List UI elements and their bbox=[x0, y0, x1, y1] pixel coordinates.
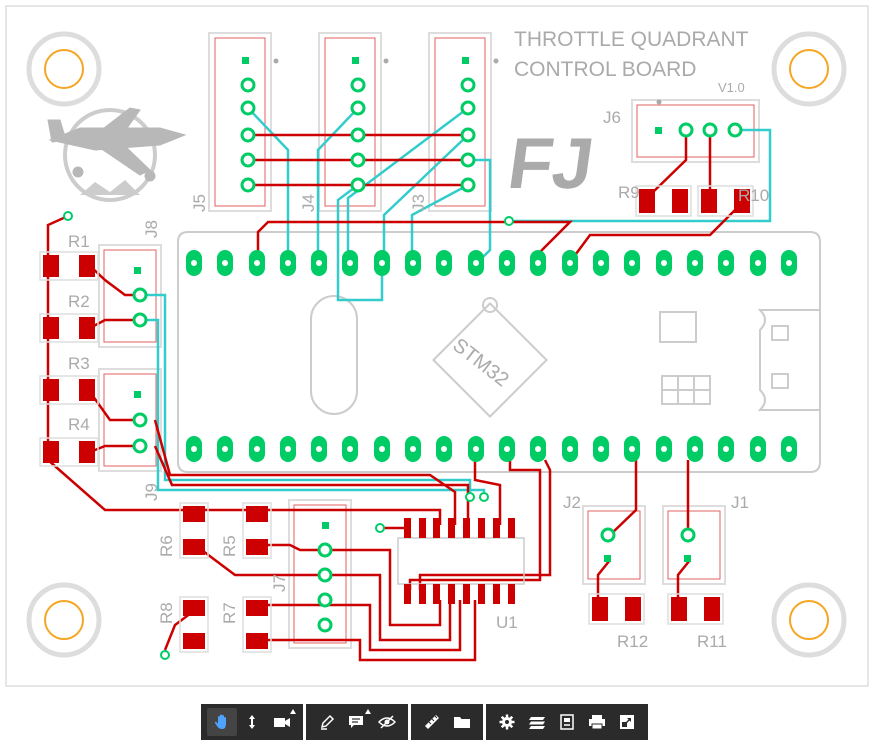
board-title-line2: CONTROL BOARD bbox=[514, 58, 696, 81]
board-version: V1.0 bbox=[718, 80, 745, 95]
ref-j2: J2 bbox=[563, 493, 581, 512]
mounting-hole-top-right bbox=[771, 31, 847, 107]
ref-r10: R10 bbox=[738, 186, 769, 205]
ref-r3: R3 bbox=[68, 354, 90, 373]
ref-u1: U1 bbox=[496, 613, 518, 632]
toolbar-group-settings bbox=[486, 704, 648, 740]
dropdown-caret-icon bbox=[365, 709, 371, 714]
resistor-pads bbox=[39, 185, 754, 653]
move-vertical-icon bbox=[249, 715, 255, 729]
folder-icon bbox=[454, 717, 470, 728]
ruler-icon bbox=[425, 715, 439, 729]
export-icon bbox=[620, 715, 634, 729]
ref-j1: J1 bbox=[731, 493, 749, 512]
visibility-toggle-button[interactable] bbox=[372, 708, 402, 736]
settings-button[interactable] bbox=[492, 708, 522, 736]
pcb-canvas[interactable]: THROTTLE QUADRANT CONTROL BOARD V1.0 FJ bbox=[0, 0, 878, 690]
model-browser-button[interactable] bbox=[447, 708, 477, 736]
connector-j2-outline bbox=[582, 505, 646, 585]
measure-button[interactable] bbox=[417, 708, 447, 736]
camera-icon bbox=[274, 718, 290, 727]
connector-j9-outline bbox=[98, 368, 162, 472]
connector-j1-outline bbox=[662, 505, 726, 585]
mounting-hole-bottom-left bbox=[26, 582, 102, 658]
ref-j5: J5 bbox=[190, 194, 209, 212]
ref-r5: R5 bbox=[220, 535, 239, 557]
ref-j8: J8 bbox=[142, 220, 161, 238]
connector-j3-outline bbox=[428, 32, 492, 212]
mcu-pad-holes bbox=[191, 260, 792, 452]
ref-j4: J4 bbox=[299, 194, 318, 212]
ref-r4: R4 bbox=[68, 415, 90, 434]
markup-pencil-button[interactable] bbox=[312, 708, 342, 736]
pcb-board-view[interactable]: THROTTLE QUADRANT CONTROL BOARD V1.0 FJ bbox=[0, 0, 878, 690]
camera-button[interactable] bbox=[267, 708, 297, 736]
header-pads bbox=[132, 77, 743, 633]
board-properties-button[interactable] bbox=[552, 708, 582, 736]
bottom-layer-traces bbox=[140, 107, 772, 492]
ref-r11: R11 bbox=[697, 632, 727, 651]
ref-r8: R8 bbox=[157, 602, 176, 624]
toolbar-group-tools bbox=[411, 704, 483, 740]
layers-icon bbox=[529, 717, 545, 729]
move-vertical-button[interactable] bbox=[237, 708, 267, 736]
export-button[interactable] bbox=[612, 708, 642, 736]
vias bbox=[63, 211, 514, 660]
ref-r9: R9 bbox=[618, 183, 640, 202]
ic-u1 bbox=[397, 518, 525, 604]
square-pads bbox=[134, 57, 691, 562]
ref-r6: R6 bbox=[157, 535, 176, 557]
print-icon bbox=[589, 715, 605, 730]
mcu-module-outline bbox=[177, 231, 821, 473]
toolbar-group-markup bbox=[306, 704, 408, 740]
ref-j3: J3 bbox=[409, 194, 428, 212]
airplane-logo bbox=[47, 107, 187, 202]
layers-button[interactable] bbox=[522, 708, 552, 736]
ref-j6: J6 bbox=[603, 108, 621, 127]
fj-logo: FJ bbox=[503, 124, 598, 204]
ref-r7: R7 bbox=[220, 602, 239, 624]
comment-icon bbox=[349, 716, 363, 728]
toolbar-group-navigation bbox=[201, 704, 303, 740]
print-button[interactable] bbox=[582, 708, 612, 736]
mounting-hole-bottom-right bbox=[771, 582, 847, 658]
ref-r1: R1 bbox=[68, 232, 90, 251]
board-title-line1: THROTTLE QUADRANT bbox=[514, 28, 749, 51]
ref-r2: R2 bbox=[68, 292, 90, 311]
connector-j4-outline bbox=[318, 32, 382, 212]
mounting-hole-top-left bbox=[26, 31, 102, 107]
eye-hide-icon bbox=[378, 715, 396, 729]
comment-button[interactable] bbox=[342, 708, 372, 736]
viewer-toolbar bbox=[201, 704, 648, 740]
connector-j5-outline bbox=[208, 32, 272, 212]
gear-icon bbox=[499, 714, 515, 730]
dropdown-caret-icon bbox=[290, 709, 296, 714]
pan-button[interactable] bbox=[207, 708, 237, 736]
board-icon bbox=[560, 714, 574, 730]
hand-icon bbox=[214, 714, 226, 729]
ref-j7: J7 bbox=[270, 574, 289, 592]
pencil-icon bbox=[320, 714, 335, 730]
ref-j9: J9 bbox=[142, 483, 161, 501]
ref-r12: R12 bbox=[617, 632, 648, 651]
